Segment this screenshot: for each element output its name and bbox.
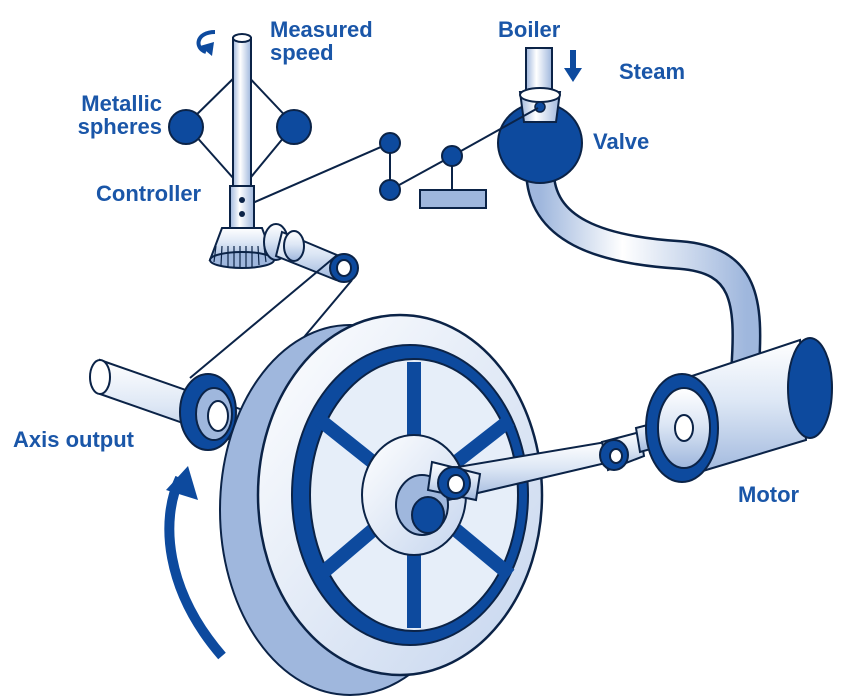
label-metallic-spheres-line1: Metallic xyxy=(81,91,162,116)
valve-linkage xyxy=(247,107,539,206)
label-steam: Steam xyxy=(619,59,686,84)
label-motor: Motor xyxy=(738,482,800,507)
controller-governor xyxy=(168,33,312,269)
label-measured-speed-line1: Measured xyxy=(270,17,373,42)
flywheel-rotation-arrow-icon xyxy=(164,466,226,660)
steam-pipe xyxy=(525,155,762,385)
motor xyxy=(645,337,833,483)
rotation-arrow-icon xyxy=(196,30,216,56)
connecting-rod xyxy=(426,430,646,502)
label-measured-speed-line2: speed xyxy=(270,40,334,65)
pulley xyxy=(179,373,237,451)
flywheel xyxy=(219,313,544,696)
linkage-pivots xyxy=(379,132,487,209)
label-valve: Valve xyxy=(593,129,650,154)
label-measured-speed: Measured speed xyxy=(270,18,373,64)
label-metallic-spheres: Metallic spheres xyxy=(60,92,162,138)
metallic-sphere-left xyxy=(168,109,204,145)
valve xyxy=(497,87,583,184)
metallic-sphere-right xyxy=(276,109,312,145)
label-controller: Controller xyxy=(96,181,202,206)
governor-shaft xyxy=(274,230,359,283)
label-boiler: Boiler xyxy=(498,17,561,42)
steam-flow-arrow-icon xyxy=(564,50,582,82)
label-axis-output: Axis output xyxy=(13,427,134,452)
label-metallic-spheres-line2: spheres xyxy=(77,114,162,139)
